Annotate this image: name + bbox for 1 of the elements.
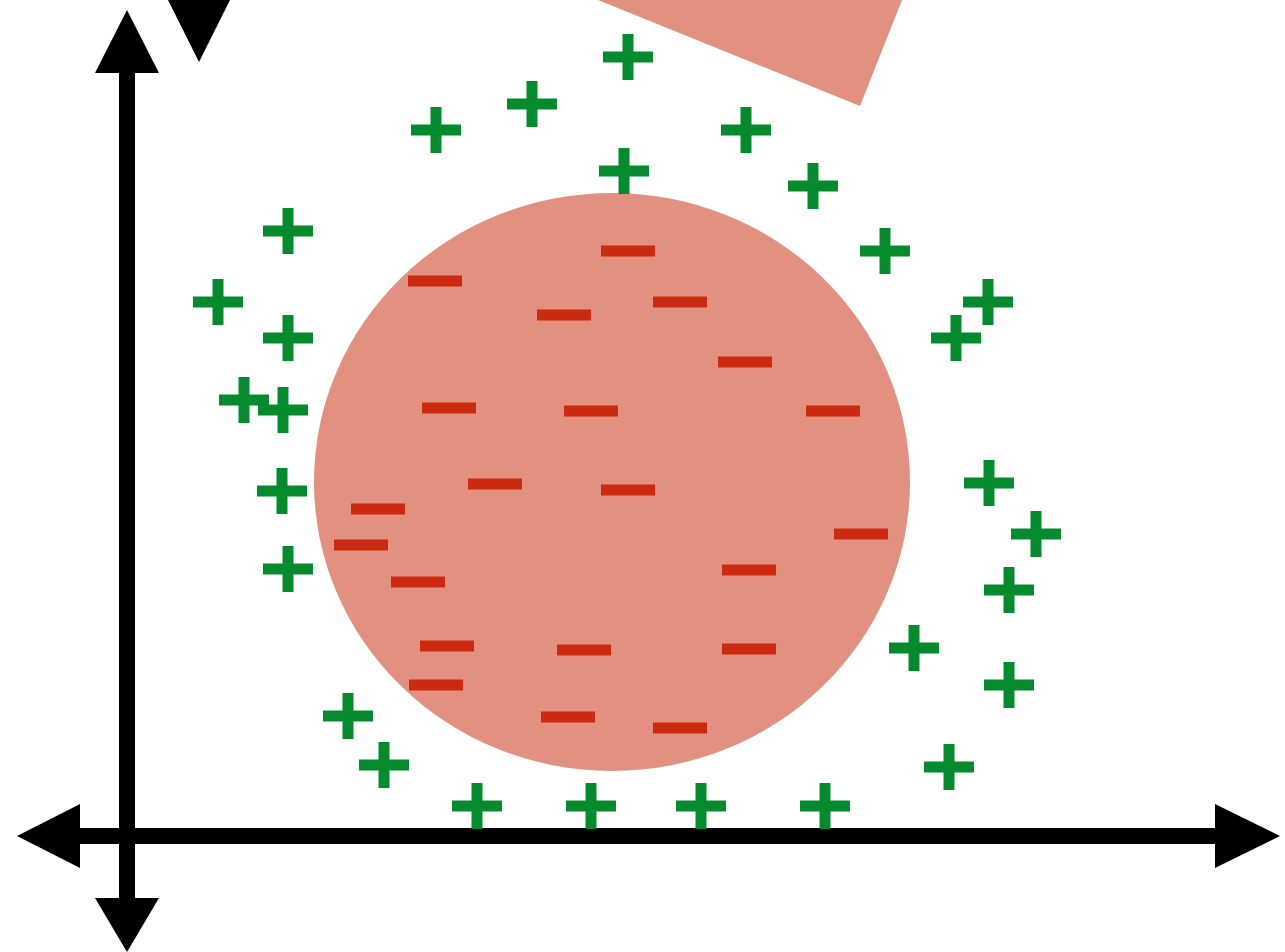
- charged-sphere: [314, 193, 910, 771]
